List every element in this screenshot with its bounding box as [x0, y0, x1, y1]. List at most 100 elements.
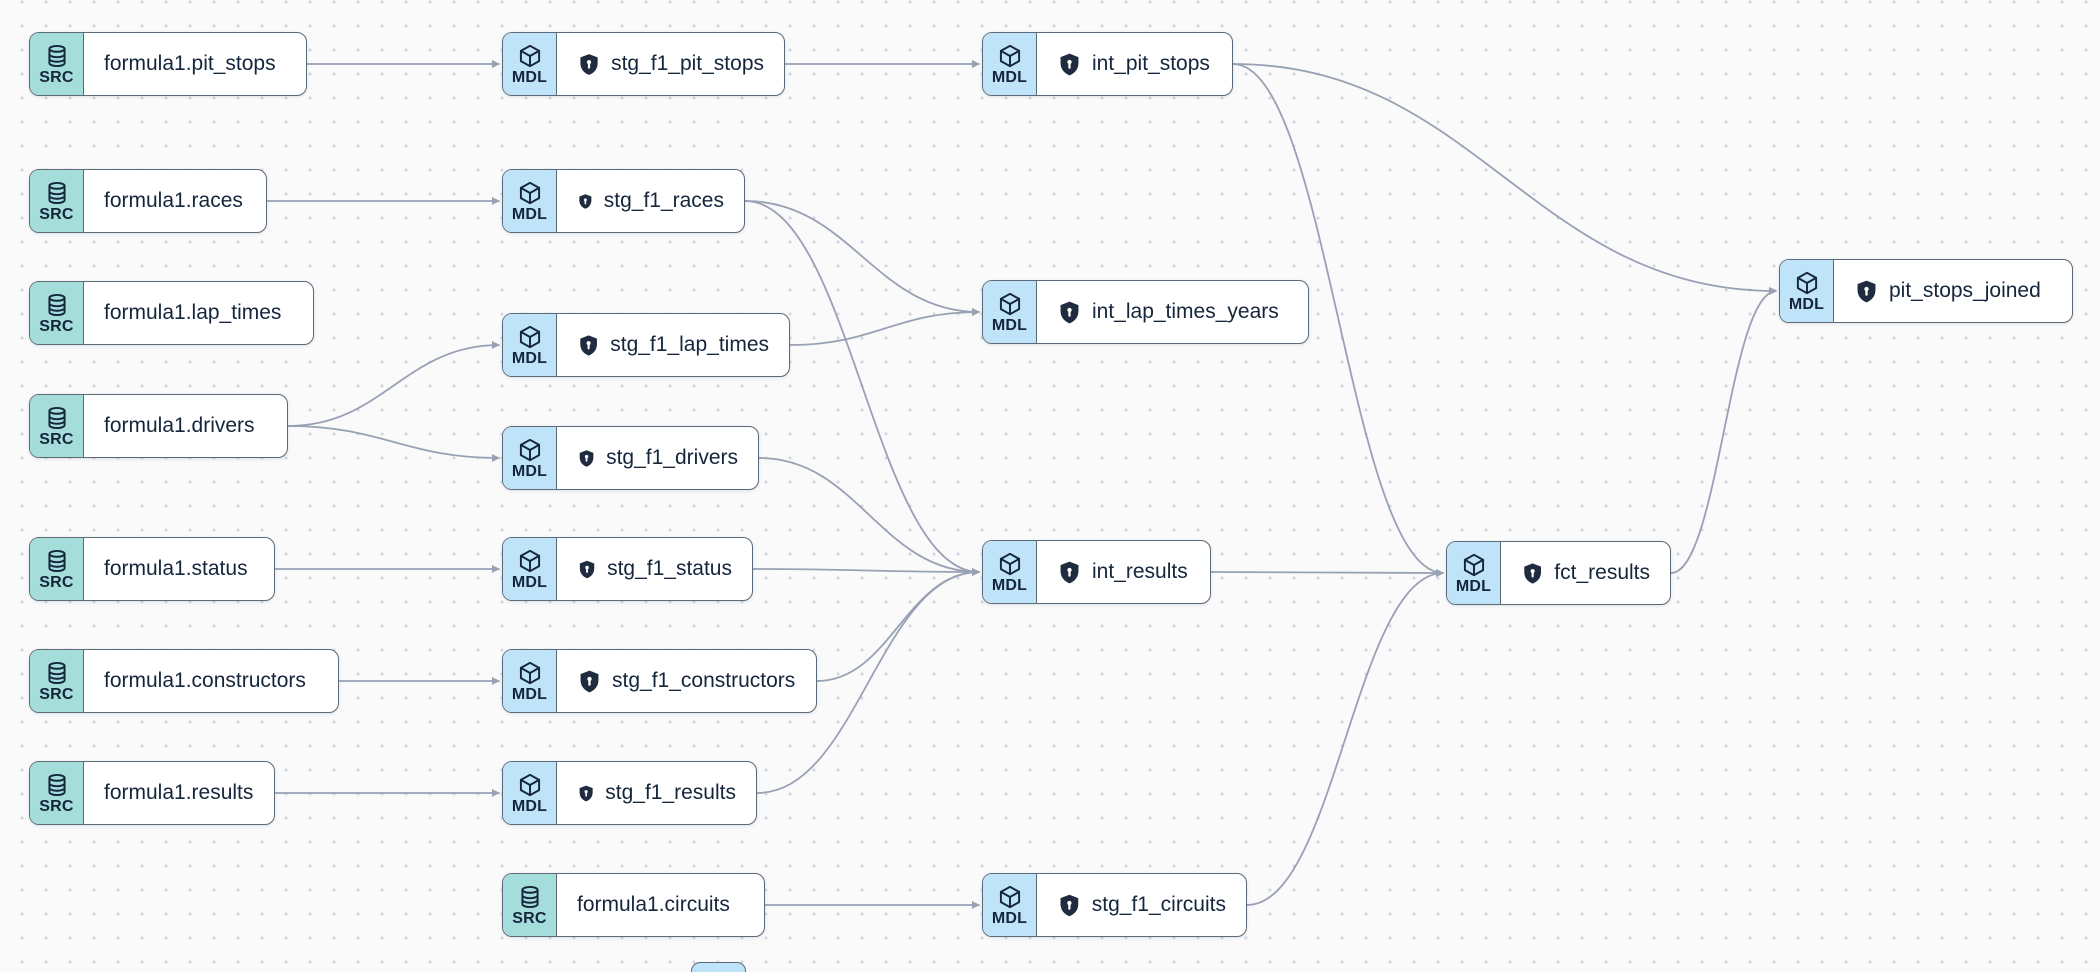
edge-stg_f1_races-to-int_lap_times_years	[744, 200, 980, 316]
badge-label: SRC	[512, 909, 547, 927]
node-body: formula1.circuits	[557, 874, 764, 936]
node-body: formula1.races	[84, 170, 266, 232]
node-stg_f1_lap_times[interactable]: MDL stg_f1_lap_times	[502, 313, 790, 377]
node-body: stg_f1_lap_times	[557, 314, 789, 376]
node-body: stg_f1_pit_stops	[557, 33, 784, 95]
edge-stg_f1_status-to-int_results	[752, 567, 980, 576]
node-body: pit_stops_joined	[1834, 260, 2072, 322]
node-src_drivers[interactable]: SRC formula1.drivers	[29, 394, 288, 458]
node-int_results[interactable]: MDL int_results	[982, 540, 1211, 604]
shield-lock-icon	[1060, 561, 1079, 583]
node-pit_stops_joined[interactable]: MDL pit_stops_joined	[1779, 259, 2073, 323]
node-label: pit_stops_joined	[1889, 279, 2041, 302]
shield-lock-icon	[580, 334, 597, 356]
shield-lock-icon	[1524, 562, 1541, 584]
model-cube-icon	[519, 325, 540, 348]
badge-label: MDL	[511, 68, 548, 86]
badge-label: MDL	[511, 573, 548, 591]
node-label: stg_f1_lap_times	[610, 333, 769, 356]
model-cube-icon	[519, 661, 540, 684]
badge-label: MDL	[991, 68, 1028, 86]
node-src_races[interactable]: SRC formula1.races	[29, 169, 267, 233]
node-type-badge: MDL	[503, 650, 557, 712]
shield-lock-icon	[579, 785, 593, 801]
node-body: formula1.lap_times	[84, 282, 313, 344]
model-cube-icon	[999, 552, 1020, 575]
node-src_circuits[interactable]: SRC formula1.circuits	[502, 873, 765, 937]
node-label: formula1.status	[104, 557, 248, 580]
node-body: formula1.pit_stops	[84, 33, 306, 95]
node-type-badge: MDL	[983, 281, 1037, 343]
node-body: stg_f1_races	[557, 170, 744, 232]
partial-node-badge[interactable]	[691, 962, 746, 972]
node-type-badge: MDL	[503, 314, 557, 376]
node-label: int_results	[1092, 560, 1188, 583]
shield-lock-icon	[579, 560, 595, 578]
node-body: stg_f1_constructors	[557, 650, 816, 712]
node-src_pit_stops[interactable]: SRC formula1.pit_stops	[29, 32, 307, 96]
node-stg_f1_races[interactable]: MDL stg_f1_races	[502, 169, 745, 233]
edge-src_drivers-to-stg_f1_lap_times	[287, 341, 500, 427]
badge-label: SRC	[39, 430, 74, 448]
node-stg_f1_status[interactable]: MDL stg_f1_status	[502, 537, 753, 601]
node-body: int_lap_times_years	[1037, 281, 1308, 343]
node-int_lap_times_years[interactable]: MDL int_lap_times_years	[982, 280, 1309, 344]
model-cube-icon	[519, 181, 540, 204]
node-type-badge: SRC	[30, 170, 84, 232]
node-stg_f1_drivers[interactable]: MDL stg_f1_drivers	[502, 426, 759, 490]
node-type-badge: MDL	[503, 170, 557, 232]
node-label: int_lap_times_years	[1092, 300, 1279, 323]
node-label: formula1.lap_times	[104, 301, 282, 324]
node-type-badge: SRC	[30, 282, 84, 344]
edge-stg_f1_races-to-int_results	[744, 200, 980, 576]
node-label: stg_f1_drivers	[606, 446, 738, 469]
node-src_status[interactable]: SRC formula1.status	[29, 537, 275, 601]
node-stg_f1_results[interactable]: MDL stg_f1_results	[502, 761, 757, 825]
node-type-badge: MDL	[503, 538, 557, 600]
database-icon	[520, 885, 539, 908]
node-label: stg_f1_circuits	[1091, 893, 1226, 916]
badge-label: MDL	[511, 205, 548, 223]
node-type-badge: MDL	[503, 427, 557, 489]
node-body: formula1.constructors	[84, 650, 338, 712]
node-type-badge: SRC	[30, 33, 84, 95]
node-body: int_pit_stops	[1037, 33, 1232, 95]
node-stg_f1_pit_stops[interactable]: MDL stg_f1_pit_stops	[502, 32, 785, 96]
node-stg_f1_circuits[interactable]: MDL stg_f1_circuits	[982, 873, 1247, 937]
shield-lock-icon	[580, 670, 599, 692]
node-body: formula1.results	[84, 762, 274, 824]
badge-label: MDL	[991, 316, 1028, 334]
shield-lock-icon	[579, 193, 592, 209]
node-label: stg_f1_races	[603, 189, 724, 212]
node-src_constructors[interactable]: SRC formula1.constructors	[29, 649, 339, 713]
edge-int_pit_stops-to-fct_results	[1232, 63, 1444, 577]
node-type-badge: SRC	[30, 395, 84, 457]
node-label: stg_f1_status	[607, 557, 732, 580]
model-cube-icon	[999, 44, 1020, 67]
node-label: stg_f1_results	[605, 781, 736, 804]
node-stg_f1_constructors[interactable]: MDL stg_f1_constructors	[502, 649, 817, 713]
node-body: stg_f1_results	[557, 762, 756, 824]
node-body: fct_results	[1501, 542, 1670, 604]
node-label: formula1.races	[104, 189, 243, 212]
node-type-badge: MDL	[503, 762, 557, 824]
node-body: formula1.drivers	[84, 395, 287, 457]
model-cube-icon	[519, 438, 540, 461]
node-body: stg_f1_status	[557, 538, 752, 600]
node-label: formula1.circuits	[577, 893, 730, 916]
node-src_lap_times[interactable]: SRC formula1.lap_times	[29, 281, 314, 345]
edge-src_drivers-to-stg_f1_drivers	[287, 425, 500, 462]
node-src_results[interactable]: SRC formula1.results	[29, 761, 275, 825]
node-type-badge: MDL	[1447, 542, 1501, 604]
node-type-badge: SRC	[30, 650, 84, 712]
model-cube-icon	[999, 885, 1020, 908]
database-icon	[47, 661, 66, 684]
node-fct_results[interactable]: MDL fct_results	[1446, 541, 1671, 605]
badge-label: MDL	[511, 685, 548, 703]
badge-label: SRC	[39, 205, 74, 223]
node-int_pit_stops[interactable]: MDL int_pit_stops	[982, 32, 1233, 96]
badge-label: MDL	[511, 797, 548, 815]
node-label: stg_f1_constructors	[612, 669, 796, 692]
node-body: formula1.status	[84, 538, 274, 600]
